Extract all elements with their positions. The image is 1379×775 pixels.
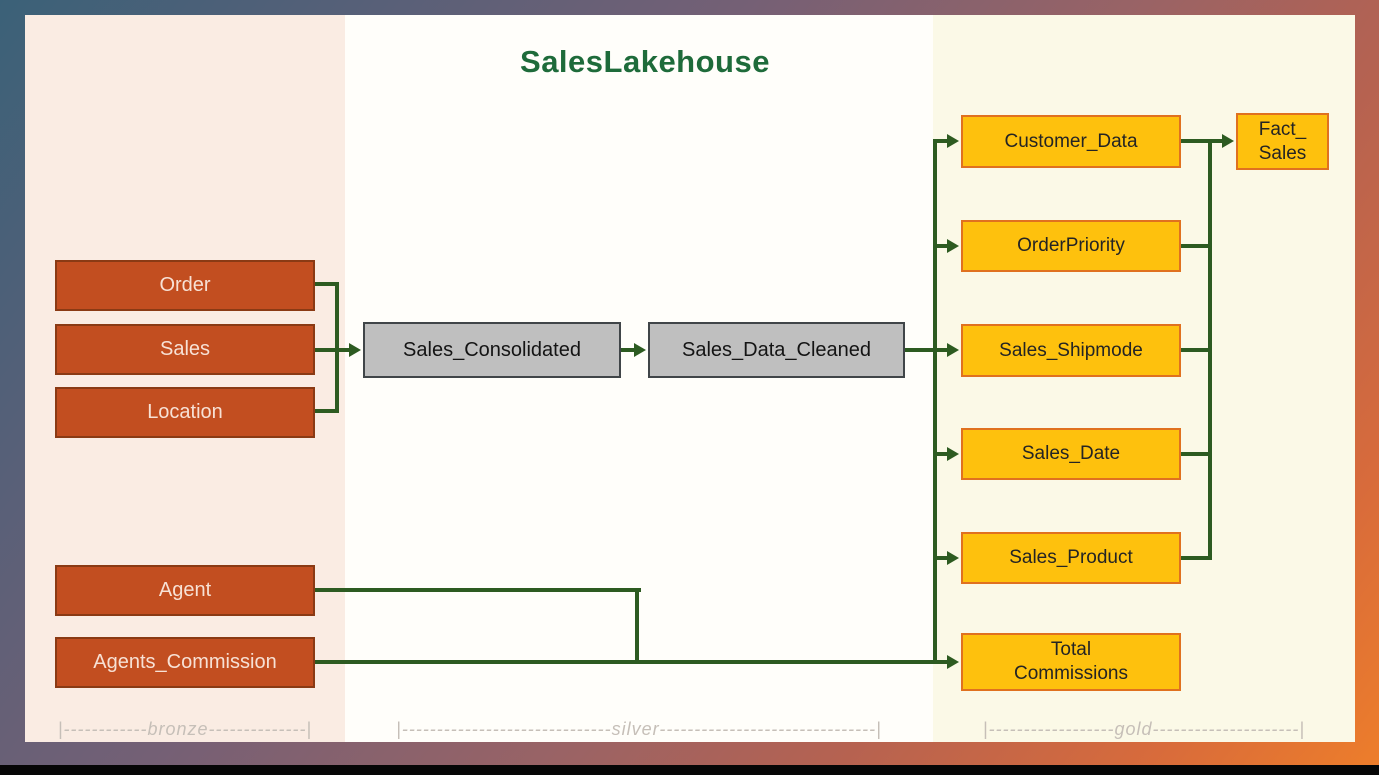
silver-scale-label: |------------------------------silver---…: [396, 719, 882, 739]
node-sales-label: Sales: [159, 338, 211, 360]
node-sales-shipmode-label: Sales_Shipmode: [999, 339, 1143, 361]
node-customer-data-label: Customer_Data: [1004, 130, 1138, 152]
node-sales-date: Sales_Date: [961, 428, 1181, 480]
node-sales-date-label: Sales_Date: [1021, 443, 1121, 465]
edge-collect-orderpriority: [1181, 244, 1212, 248]
edge-sales-to-consolidated: [315, 348, 350, 352]
edge-consolidated-to-cleaned: [621, 348, 635, 352]
bronze-scale-label: |------------bronze--------------|: [57, 719, 313, 739]
arrowhead-dist-orderpriority: [947, 239, 959, 253]
node-sales-consolidated-label: Sales_Consolidated: [403, 338, 581, 361]
edge-cleaned-out: [905, 348, 935, 352]
node-total-commissions: Total Commissions: [961, 633, 1181, 691]
node-order: Order: [55, 260, 315, 311]
node-customer-data: Customer_Data: [961, 115, 1181, 168]
node-agent: Agent: [55, 565, 315, 616]
edge-dist-customer-data: [935, 139, 948, 143]
arrowhead-dist-customer-data: [947, 134, 959, 148]
gold-scale-label: |------------------gold-----------------…: [982, 719, 1306, 739]
arrowhead-dist-total-commissions: [947, 655, 959, 669]
edge-collect-sales-date: [1181, 452, 1212, 456]
edge-gold-collect-spine: [1208, 139, 1212, 560]
node-agents-commission: Agents_Commission: [55, 637, 315, 688]
node-location: Location: [55, 387, 315, 438]
arrowhead-dist-sales-shipmode: [947, 343, 959, 357]
bottom-black-bar: [0, 765, 1379, 775]
edge-dist-sales-date: [935, 452, 948, 456]
edge-collect-sales-product: [1181, 556, 1212, 560]
arrowhead-dist-sales-date: [947, 447, 959, 461]
arrowhead-to-fact-sales: [1222, 134, 1234, 148]
node-total-commissions-line1: Total: [1050, 639, 1092, 661]
edge-dist-sales-shipmode: [935, 348, 948, 352]
node-order-label: Order: [159, 274, 211, 296]
edge-dist-sales-product: [935, 556, 948, 560]
edge-location-out: [315, 409, 339, 413]
node-orderpriority: OrderPriority: [961, 220, 1181, 272]
bronze-zone: [25, 15, 345, 742]
arrowhead-dist-sales-product: [947, 551, 959, 565]
node-total-commissions-line2: Commissions: [1013, 663, 1129, 684]
silver-zone: [345, 15, 933, 742]
arrowhead-consolidated-to-cleaned: [634, 343, 646, 357]
node-fact-sales-line2: Sales: [1258, 142, 1307, 164]
edge-agents-commission-out: [315, 660, 947, 664]
edge-order-out: [315, 282, 339, 286]
edge-agent-drop: [635, 588, 639, 664]
node-sales-shipmode: Sales_Shipmode: [961, 324, 1181, 377]
node-fact-sales: Fact_ Sales: [1236, 113, 1329, 170]
edge-gold-dist-spine: [933, 139, 937, 664]
node-agent-label: Agent: [158, 579, 212, 601]
edge-agent-out: [315, 588, 641, 592]
node-sales-product-label: Sales_Product: [1009, 547, 1133, 569]
node-fact-sales-line1: Fact_: [1258, 118, 1307, 140]
node-sales-data-cleaned: Sales_Data_Cleaned: [648, 322, 905, 378]
node-location-label: Location: [147, 401, 223, 423]
node-orderpriority-label: OrderPriority: [1017, 235, 1125, 257]
node-sales-consolidated: Sales_Consolidated: [363, 322, 621, 378]
edge-to-fact-sales: [1210, 139, 1223, 143]
diagram-title: SalesLakehouse: [520, 44, 770, 79]
node-sales: Sales: [55, 324, 315, 375]
edge-dist-orderpriority: [935, 244, 948, 248]
node-sales-product: Sales_Product: [961, 532, 1181, 584]
edge-collect-sales-shipmode: [1181, 348, 1212, 352]
node-sales-data-cleaned-label: Sales_Data_Cleaned: [681, 338, 872, 361]
node-agents-commission-label: Agents_Commission: [93, 651, 277, 673]
arrowhead-sales-to-consolidated: [349, 343, 361, 357]
edge-collect-customer-data: [1181, 139, 1212, 143]
edge-bronze-bracket: [335, 282, 339, 413]
